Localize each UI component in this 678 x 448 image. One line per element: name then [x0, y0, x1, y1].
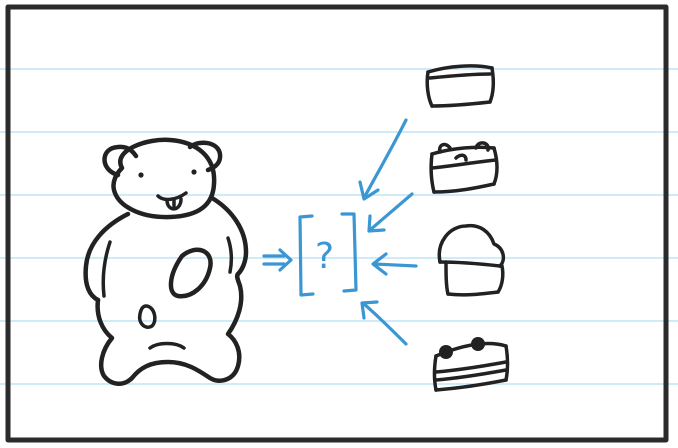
incoming-arrows [358, 118, 418, 346]
bear-icon [83, 137, 249, 386]
arrow-from-bear-cake [368, 192, 414, 232]
ruled-lines [0, 68, 678, 385]
bear-cake-icon [429, 141, 499, 194]
placeholder-symbol: ? [315, 236, 334, 277]
arrow-from-layer-cake [362, 302, 408, 346]
cupcake-icon [437, 223, 506, 297]
border-frame [5, 4, 669, 443]
placeholder-bracket: ? [298, 212, 358, 297]
layer-cake-icon [432, 337, 510, 392]
plain-cake-icon [425, 64, 496, 108]
arrow-from-plain-cake [362, 118, 408, 200]
arrow-from-cupcake [372, 262, 418, 268]
double-arrow-icon [262, 248, 293, 272]
